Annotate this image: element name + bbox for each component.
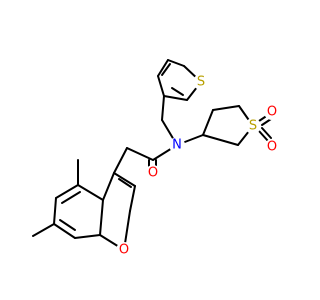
bond-2 xyxy=(163,95,188,101)
bond-29 xyxy=(99,199,104,236)
amide-oxygen-label: O xyxy=(148,166,158,181)
bond-lines xyxy=(32,59,272,251)
atom-sulfone-sulfur: S xyxy=(245,118,261,134)
atom-furan-oxygen: O xyxy=(116,242,132,258)
atom-amide-oxygen: O xyxy=(145,165,161,181)
atom-sulfone-oxygen-right: O xyxy=(264,139,280,155)
sulfone-oxygen-right-label: O xyxy=(267,140,277,155)
bond-34 xyxy=(53,197,57,225)
bond-4 xyxy=(157,59,169,77)
bond-31 xyxy=(118,178,132,188)
bond-32 xyxy=(77,184,104,201)
bond-23 xyxy=(126,147,154,161)
bond-25 xyxy=(113,172,136,187)
atom-thiophene-sulfur: S xyxy=(193,74,209,90)
bond-17 xyxy=(261,118,272,126)
furan-oxygen-label: O xyxy=(119,243,129,258)
molecule-structure: S S O O N O O xyxy=(32,59,280,258)
sulfone-oxygen-top-label: O xyxy=(267,105,277,120)
bond-15 xyxy=(202,134,239,146)
bond-40 xyxy=(32,223,55,237)
bond-3 xyxy=(157,75,165,97)
atom-labels: S S O O N O O xyxy=(116,74,280,258)
bond-8 xyxy=(161,95,165,121)
bond-7 xyxy=(161,63,171,76)
bond-5 xyxy=(167,59,185,67)
bond-6 xyxy=(171,87,184,96)
bond-26 xyxy=(129,185,136,212)
bond-12 xyxy=(212,105,240,111)
bond-37 xyxy=(61,191,81,204)
amide-nitrogen-label: N xyxy=(172,138,182,153)
bond-30 xyxy=(102,172,115,201)
bond-36 xyxy=(74,234,101,239)
sulfone-sulfur-label: S xyxy=(249,119,257,134)
bond-11 xyxy=(202,109,214,136)
atom-sulfone-oxygen-top: O xyxy=(264,104,280,120)
thiophene-sulfur-label: S xyxy=(197,75,205,90)
bond-35 xyxy=(53,223,76,239)
atom-amide-nitrogen: N xyxy=(169,137,185,153)
bond-18 xyxy=(258,130,269,142)
bond-38 xyxy=(59,219,76,231)
bond-24 xyxy=(113,147,128,174)
bond-33 xyxy=(55,184,79,199)
bond-19 xyxy=(261,127,272,139)
